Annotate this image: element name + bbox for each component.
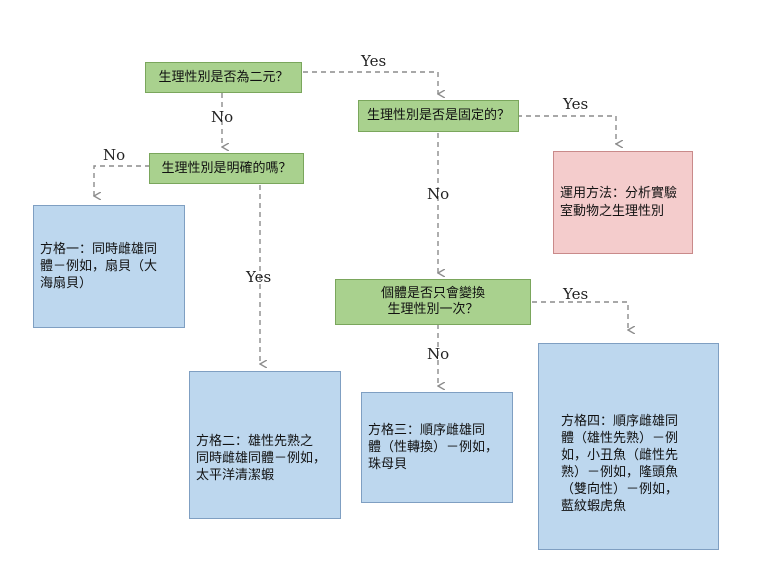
edge-q1-yes-q2 [303,71,438,94]
question-binary-sex: 生理性別是否為二元？ [145,62,302,93]
edge-label-q2-yes: Yes [563,95,589,113]
question-distinct-sex: 生理性別是明確的嗎？ [149,153,304,184]
category-one-box: 方格一：同時雌雄同 體－例如，扇貝（大 海扇貝） [33,205,185,328]
question-fixed-sex: 生理性別是否是固定的？ [358,100,519,132]
method-box-text: 運用方法：分析實驗 室動物之生理性別 [560,185,678,219]
category-three-box: 方格三：順序雌雄同 體（性轉換）－例如， 珠母貝 [361,392,513,503]
question-change-once-text: 個體是否只會變換 生理性別一次？ [380,286,485,317]
edge-label-q2-no: No [427,185,450,203]
category-four-text: 方格四：順序雌雄同 體（雄性先熟）－例 如，小丑魚（雌性先 熟）－例如，隆頭魚 … [561,414,679,514]
edge-label-q3-yes: Yes [246,268,272,286]
edge-q2-yes-method [517,115,616,144]
edge-q4-yes-type4 [532,301,628,330]
question-fixed-sex-text: 生理性別是否是固定的？ [366,108,510,123]
question-binary-sex-text: 生理性別是否為二元？ [158,69,289,85]
edge-q3-no-type1 [94,165,150,196]
method-box: 運用方法：分析實驗 室動物之生理性別 [553,151,693,254]
edge-label-q4-no: No [427,345,450,363]
category-three-text: 方格三：順序雌雄同 體（性轉換）－例如， 珠母貝 [368,423,499,472]
category-two-text: 方格二：雄性先熟之 同時雌雄同體－例如， 太平洋清潔蝦 [196,434,327,483]
question-distinct-sex-text: 生理性別是明確的嗎？ [161,160,292,176]
edge-label-q1-no: No [211,108,234,126]
category-one-text: 方格一：同時雌雄同 體－例如，扇貝（大 海扇貝） [40,242,158,291]
category-four-box: 方格四：順序雌雄同 體（雄性先熟）－例 如，小丑魚（雌性先 熟）－例如，隆頭魚 … [538,343,719,550]
edge-label-q3-no: No [103,146,126,164]
category-two-box: 方格二：雄性先熟之 同時雌雄同體－例如， 太平洋清潔蝦 [189,371,341,519]
question-change-once: 個體是否只會變換 生理性別一次？ [335,279,531,325]
edge-label-q4-yes: Yes [563,285,589,303]
edge-label-q1-yes: Yes [361,52,387,70]
